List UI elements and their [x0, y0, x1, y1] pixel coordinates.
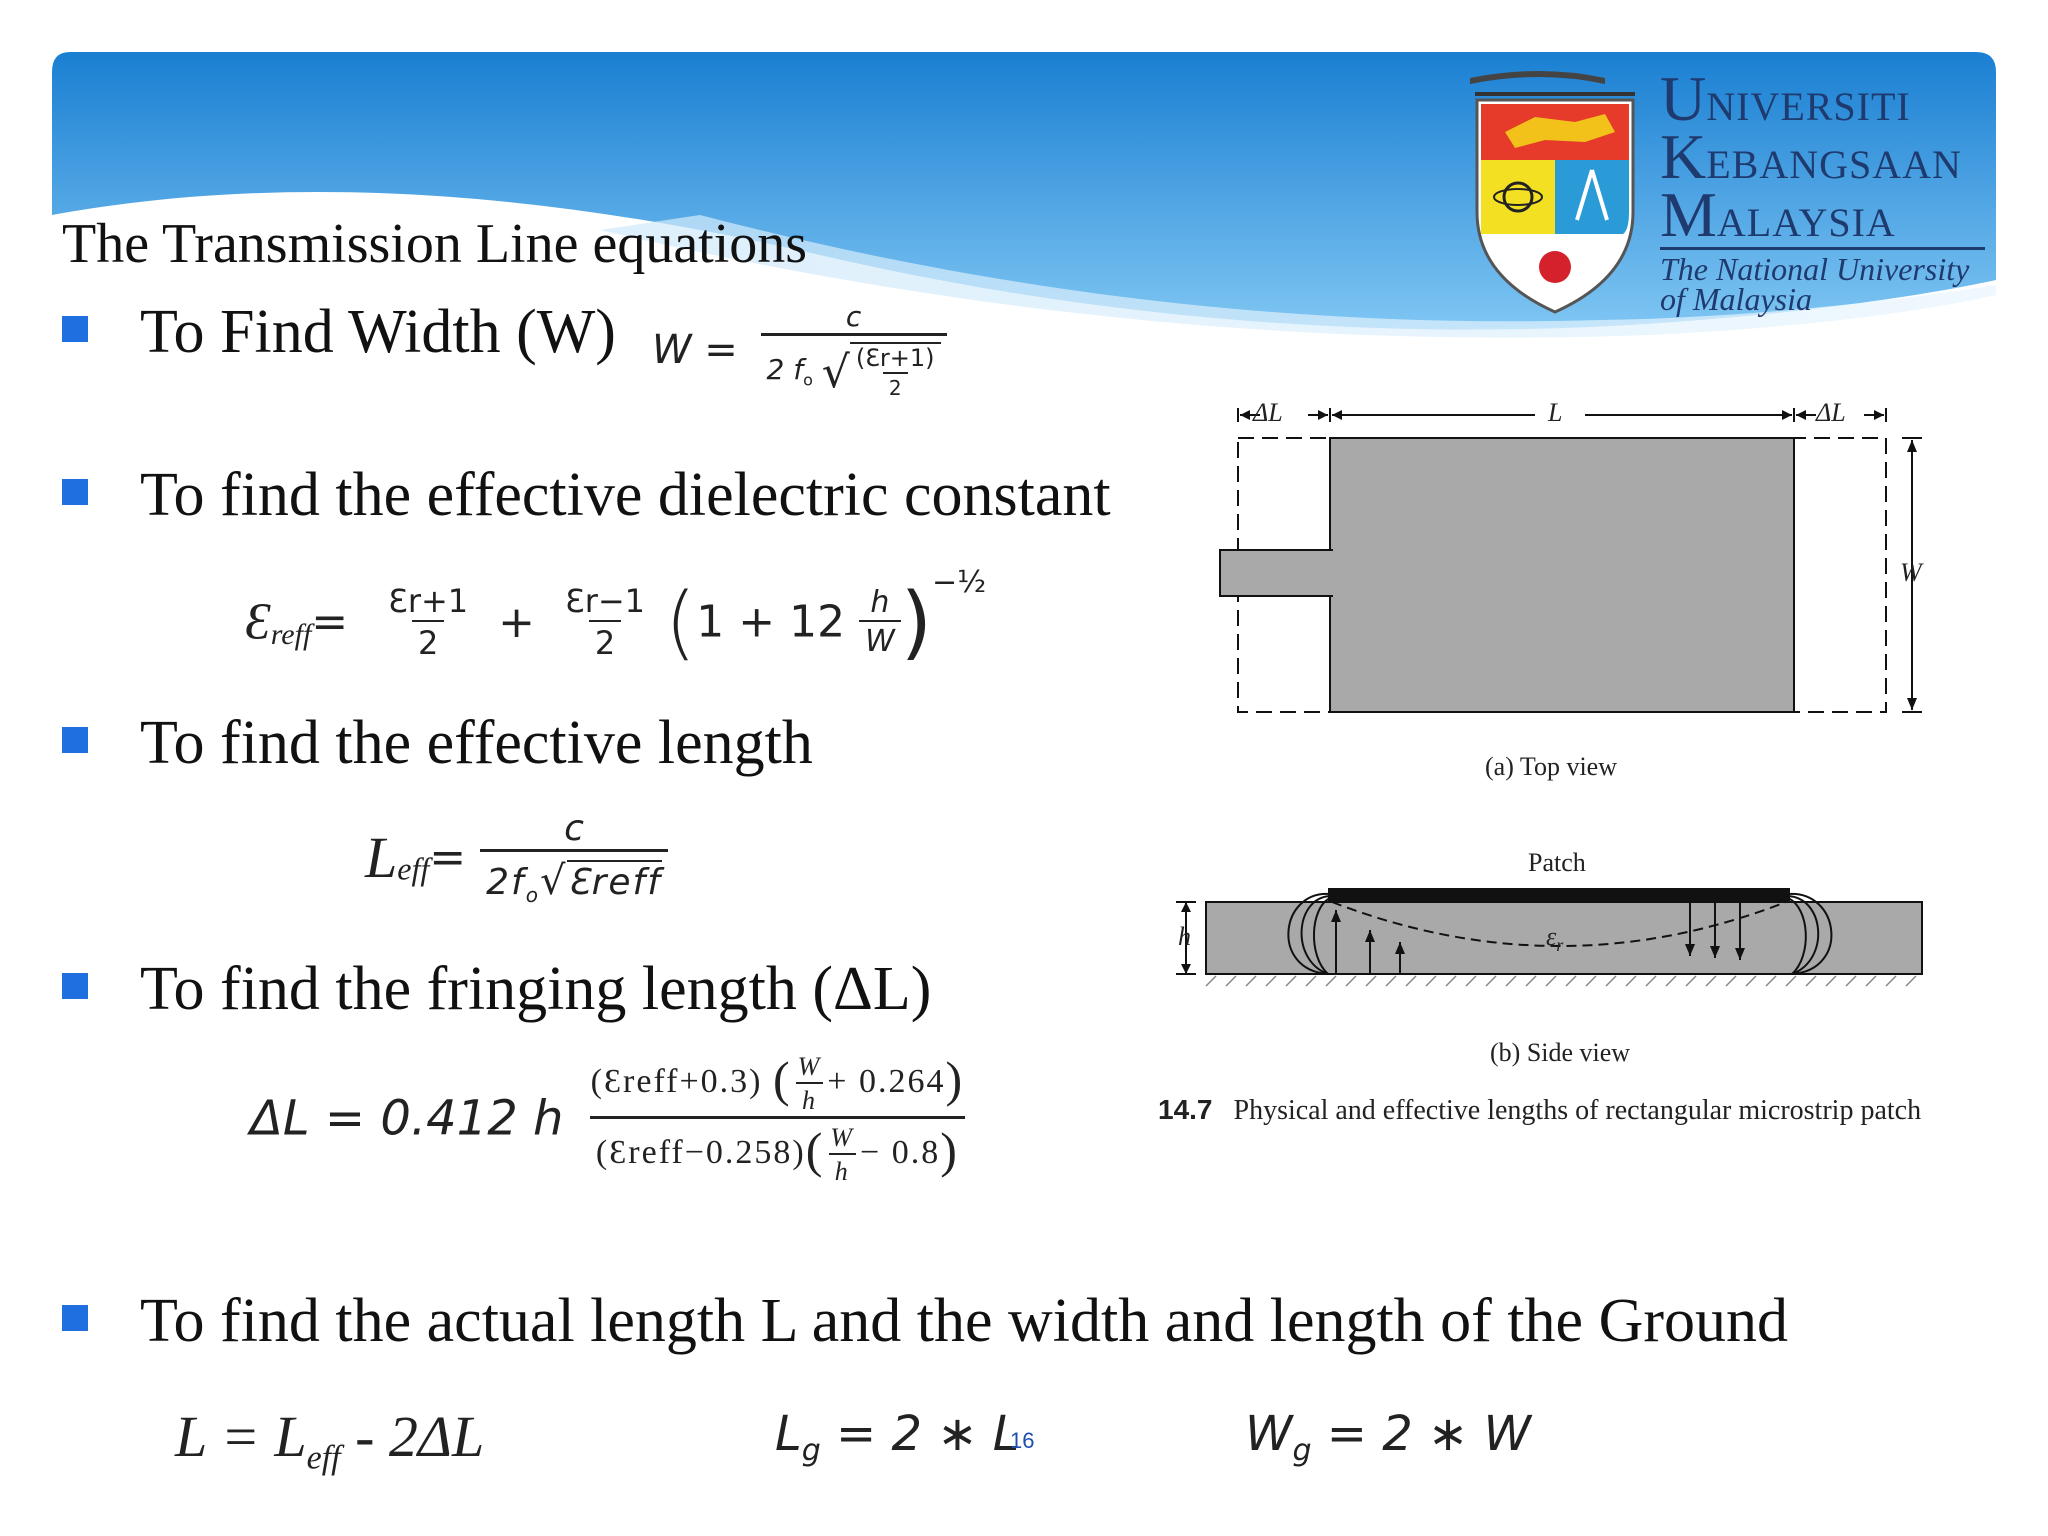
university-subtitle-line2: of Malaysia [1660, 281, 1812, 317]
bullet-actual-length: To find the actual length L and the widt… [62, 1284, 1788, 1358]
bullet-square-icon [62, 316, 88, 342]
bullet-fringing-length: To find the fringing length (ΔL) [62, 952, 931, 1026]
label-h: h [1178, 922, 1191, 951]
bullet-square-icon [62, 479, 88, 505]
bullet-effective-dielectric: To find the effective dielectric constan… [62, 458, 1111, 532]
slide-title: The Transmission Line equations [62, 213, 808, 275]
figure-top-view [1219, 408, 1922, 713]
label-l: L [1548, 398, 1563, 427]
bullet-width: To Find Width (W) [62, 295, 616, 369]
university-name-line2: KEBANGSAAN [1660, 121, 1962, 192]
page-number: 16 [1010, 1428, 1035, 1453]
equation-effective-length: Leff= c 2fo√Ɛreff [365, 808, 668, 907]
label-epsilon-r: εr [1546, 922, 1564, 956]
bullet-square-icon [62, 727, 88, 753]
university-name-line1: UNIVERSITI [1660, 63, 1911, 134]
label-delta-l-right: ΔL [1816, 398, 1846, 427]
top-view-caption: (a) Top view [1485, 752, 1617, 781]
bullet-square-icon [62, 1305, 88, 1331]
equation-width: W = c 2 fo √(Ɛr+1)2 [652, 300, 947, 400]
figure-caption: 14.7 Physical and effective lengths of r… [1158, 1094, 1922, 1126]
ukm-crest [1470, 71, 1635, 314]
label-patch: Patch [1528, 848, 1586, 877]
bullet-effective-length: To find the effective length [62, 706, 813, 780]
university-name-line3: MALAYSIA [1660, 179, 1896, 250]
side-view-caption: (b) Side view [1490, 1038, 1631, 1067]
equation-actual-length: L = Leff - 2ΔL [175, 1404, 485, 1477]
bullet-square-icon [62, 973, 88, 999]
university-subtitle-line1: The National University [1660, 251, 1970, 287]
label-w: W [1900, 558, 1922, 587]
logo-divider [1660, 247, 1985, 250]
equation-ground-width: Wg = 2 ∗ W [1245, 1406, 1531, 1469]
equation-ground-length: Lg = 2 ∗ L [775, 1406, 1020, 1469]
figure-side-view [1176, 888, 1923, 987]
label-delta-l-left: ΔL [1253, 398, 1283, 427]
